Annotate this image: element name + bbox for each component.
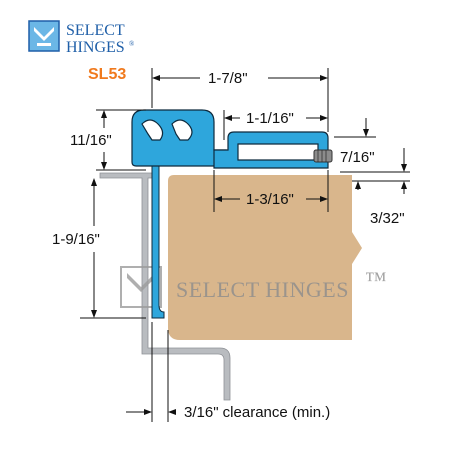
arrow-3-32-down — [355, 181, 361, 189]
arrow-7-16-down — [363, 129, 369, 137]
model-code: SL53 — [88, 66, 126, 83]
watermark-text: SELECT HINGES — [176, 277, 349, 302]
arrow-leaf-right — [320, 115, 328, 121]
watermark: SELECT HINGES ™ — [120, 266, 387, 308]
dim-offset: 3/32" — [370, 210, 405, 227]
arrow-jamb-up — [91, 178, 97, 186]
dim-door-leaf-width: 1-3/16" — [246, 191, 294, 208]
brand-registered-mark: ® — [129, 40, 135, 48]
watermark-logo-glyph — [127, 273, 155, 292]
frame-jamb — [99, 172, 231, 401]
hinge-knuckle — [131, 109, 227, 167]
arrow-overall-left — [152, 75, 160, 81]
dim-leaf-height: 7/16" — [340, 149, 375, 166]
brand-name-line2: HINGES — [66, 39, 125, 56]
dim-jamb-height: 1-9/16" — [52, 231, 100, 248]
dim-top-height: 11/16" — [70, 132, 112, 149]
hinge-profile — [131, 109, 333, 319]
arrow-clearance-right — [144, 409, 152, 415]
dim-overall-width: 1-7/8" — [208, 70, 248, 87]
arrow-top-up — [101, 110, 107, 118]
dim-clearance: 3/16" clearance (min.) — [184, 404, 330, 421]
arrow-door-leaf-left — [214, 196, 222, 202]
arrow-7-16-up — [401, 164, 407, 172]
screw-icon — [313, 149, 333, 163]
door-body — [168, 175, 362, 340]
brand-name-line1: SELECT — [66, 22, 125, 39]
hinge-door-leaf — [213, 131, 329, 169]
arrow-overall-right — [320, 75, 328, 81]
arrow-clearance-left — [168, 409, 176, 415]
watermark-logo-icon — [120, 266, 162, 308]
arrow-3-32-up — [401, 181, 407, 189]
hinge-logo-icon — [28, 20, 60, 52]
dim-leaf-width: 1-1/16" — [246, 110, 294, 127]
dimension-lines — [80, 68, 410, 422]
hinge-frame-leaf — [151, 159, 165, 319]
arrow-top-down — [101, 162, 107, 170]
arrow-leaf-left — [224, 115, 232, 121]
dimension-arrowheads — [91, 75, 407, 415]
arrow-jamb-down — [91, 310, 97, 318]
brand-logo: SELECT HINGES ® — [28, 20, 135, 56]
arrow-door-leaf-right — [320, 196, 328, 202]
watermark-trademark: ™ — [365, 267, 387, 292]
